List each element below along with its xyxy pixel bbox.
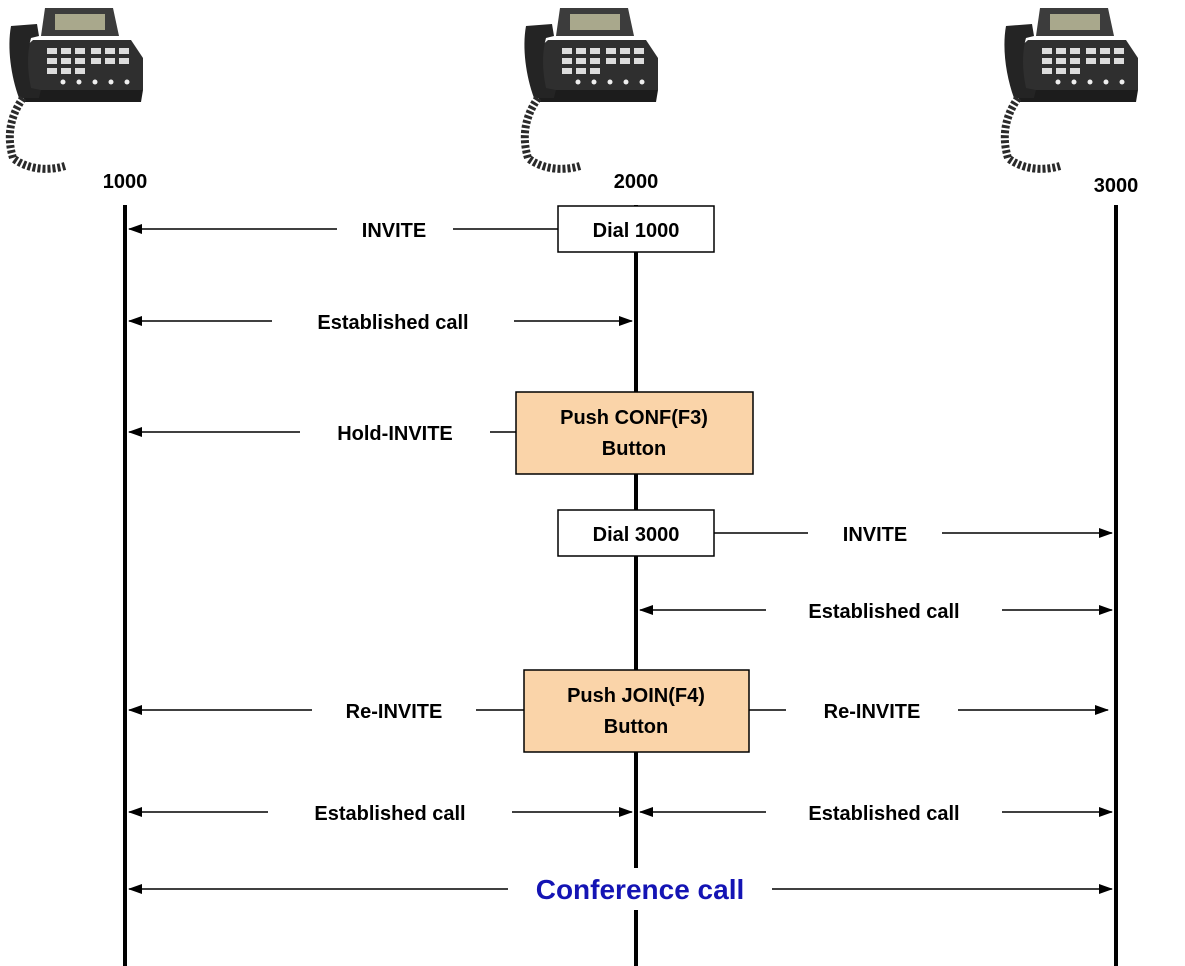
svg-text:Established call: Established call: [808, 601, 959, 623]
svg-text:Established call: Established call: [808, 803, 959, 825]
message-invite-to-3000: INVITE: [714, 518, 1113, 548]
desk-phone-icon: [9, 8, 143, 169]
message-conference-call: Conference call: [128, 868, 1113, 910]
endpoint-label-3000: 3000: [1094, 175, 1139, 197]
message-established-1000-2000: Established call: [128, 306, 633, 336]
push-join-button-box: Push JOIN(F4) Button: [523, 669, 750, 753]
svg-text:INVITE: INVITE: [362, 220, 426, 242]
message-established-2000-3000: Established call: [639, 595, 1113, 625]
svg-text:Push CONF(F3): Push CONF(F3): [560, 407, 708, 429]
message-hold-invite: Hold-INVITE: [128, 417, 516, 447]
svg-text:Conference call: Conference call: [536, 874, 745, 905]
message-established-final-left: Established call: [128, 797, 633, 827]
message-invite-to-1000: INVITE: [128, 214, 558, 244]
svg-text:INVITE: INVITE: [843, 524, 907, 546]
message-reinvite-to-3000: Re-INVITE: [749, 695, 1109, 725]
svg-text:Push JOIN(F4): Push JOIN(F4): [567, 685, 705, 707]
svg-text:Re-INVITE: Re-INVITE: [346, 701, 443, 723]
dial-3000-box: Dial 3000: [557, 509, 715, 557]
svg-text:Dial 1000: Dial 1000: [593, 220, 680, 242]
svg-text:Button: Button: [602, 438, 666, 460]
push-conf-button-box: Push CONF(F3) Button: [515, 391, 754, 475]
svg-text:Dial 3000: Dial 3000: [593, 524, 680, 546]
svg-text:Established call: Established call: [317, 312, 468, 334]
endpoint-label-2000: 2000: [614, 171, 659, 193]
svg-text:Re-INVITE: Re-INVITE: [824, 701, 921, 723]
svg-text:Hold-INVITE: Hold-INVITE: [337, 423, 453, 445]
message-established-final-right: Established call: [639, 797, 1113, 827]
desk-phone-icon: [1004, 8, 1138, 169]
svg-text:Button: Button: [604, 716, 668, 738]
endpoint-label-1000: 1000: [103, 171, 148, 193]
dial-1000-box: Dial 1000: [557, 205, 715, 253]
desk-phone-icon: [524, 8, 658, 169]
message-reinvite-to-1000: Re-INVITE: [128, 695, 524, 725]
svg-text:Established call: Established call: [314, 803, 465, 825]
